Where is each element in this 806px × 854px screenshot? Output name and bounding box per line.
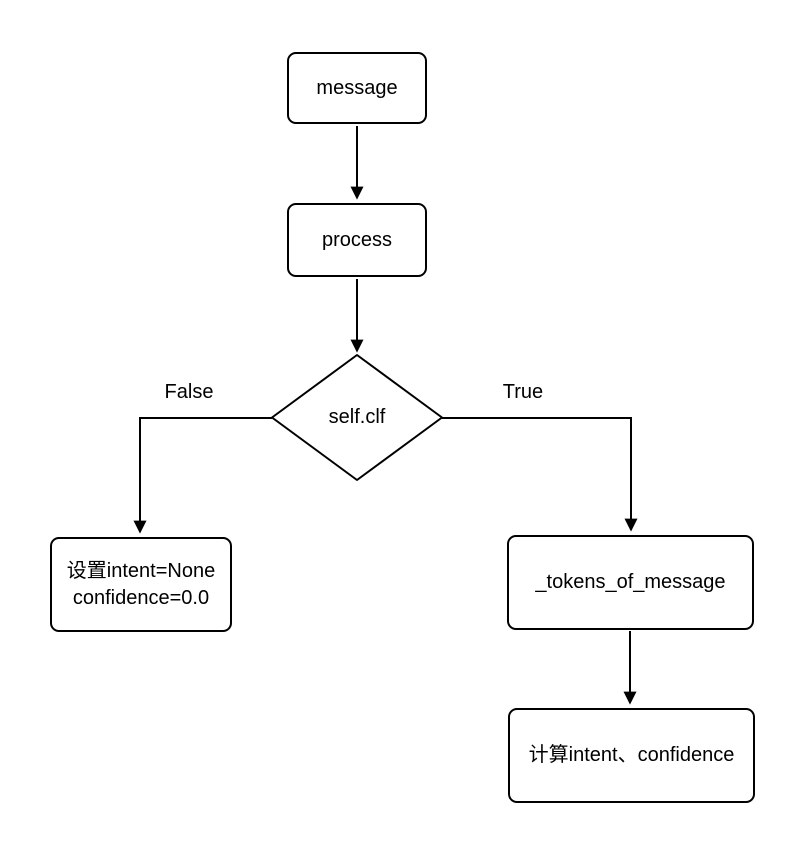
node-set-intent-line1: 设置intent=None — [66, 559, 216, 582]
node-compute-label: 计算intent、confidence — [528, 744, 735, 766]
node-set-intent-line2: confidence=0.0 — [72, 586, 210, 609]
node-process: process — [287, 203, 427, 277]
node-tokens-label: _tokens_of_message — [535, 571, 726, 593]
decision-diamond-shape — [271, 354, 443, 481]
branch-label-false: False — [149, 380, 229, 404]
decision-label-text: self.clf — [328, 406, 386, 428]
node-process-label: process — [321, 228, 393, 251]
node-set-intent: 设置intent=None confidence=0.0 — [50, 537, 232, 632]
branch-label-false-text: False — [164, 381, 214, 403]
decision-diamond-label: self.clf — [272, 404, 442, 430]
arrow-decision-false-branch — [133, 417, 272, 534]
node-compute-intent-confidence: 计算intent、confidence — [508, 708, 755, 803]
node-tokens-of-message: _tokens_of_message — [507, 535, 754, 630]
node-message: message — [287, 52, 427, 124]
branch-label-true-text: True — [502, 381, 544, 403]
node-message-label: message — [316, 76, 398, 99]
branch-label-true: True — [483, 380, 563, 404]
arrow-decision-true-branch — [442, 417, 638, 532]
